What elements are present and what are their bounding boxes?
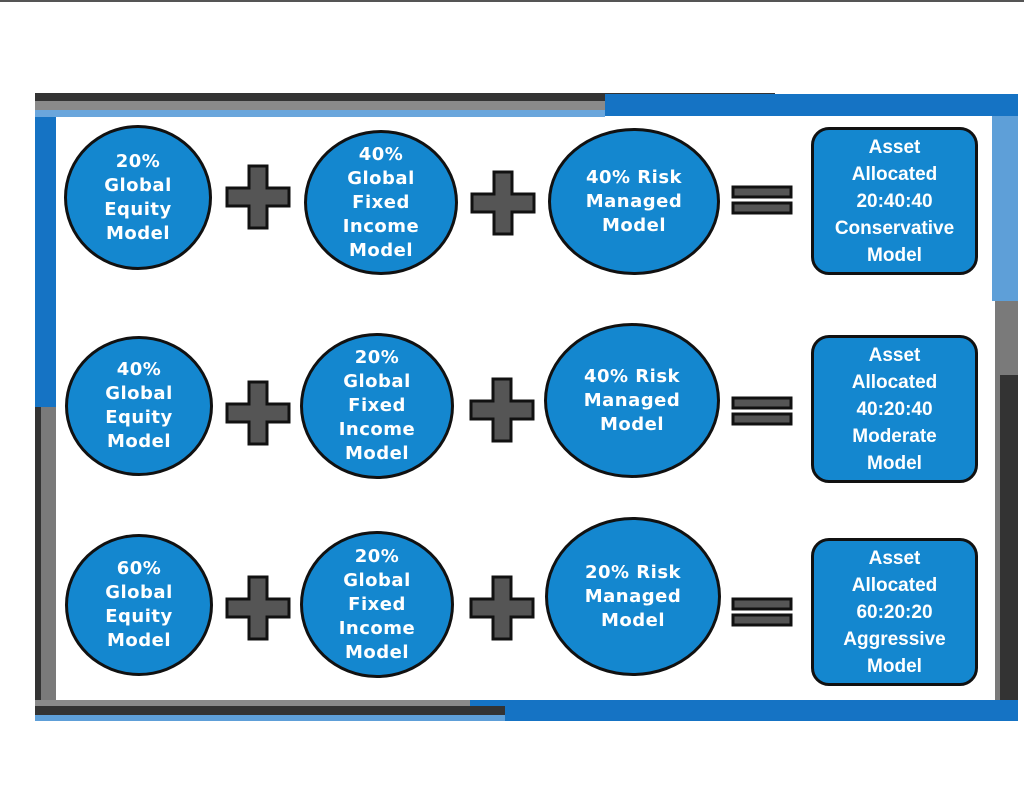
plus-icon bbox=[470, 170, 536, 236]
frame-left-dark-bar bbox=[35, 407, 41, 700]
equity-model-node: 40% Global Equity Model bbox=[65, 336, 213, 476]
risk-managed-model-label: 40% Risk Managed Model bbox=[583, 365, 681, 435]
fixed-income-model-label: 20% Global Fixed Income Model bbox=[338, 545, 416, 663]
equity-model-label: 60% Global Equity Model bbox=[105, 558, 173, 651]
equity-model-node: 20% Global Equity Model bbox=[64, 125, 212, 270]
frame-top-light-bar bbox=[35, 110, 605, 117]
equals-icon bbox=[731, 185, 793, 215]
equals-icon bbox=[731, 396, 793, 426]
risk-managed-model-node: 20% Risk Managed Model bbox=[545, 517, 721, 676]
fixed-income-model-node: 40% Global Fixed Income Model bbox=[304, 130, 458, 275]
frame-right-dark-bar bbox=[1000, 375, 1018, 721]
frame-bottom-blue-bar bbox=[470, 700, 1018, 721]
frame-top-dark-bar bbox=[35, 93, 775, 101]
frame-bottom-dark-bar bbox=[35, 706, 505, 715]
equity-model-label: 40% Global Equity Model bbox=[105, 359, 173, 452]
plus-icon bbox=[469, 575, 535, 641]
plus-icon bbox=[225, 380, 291, 446]
frame-top-gray-bar bbox=[35, 101, 605, 110]
fixed-income-model-label: 40% Global Fixed Income Model bbox=[342, 143, 420, 261]
frame-left-blue-bar bbox=[35, 117, 56, 407]
equity-model-node: 60% Global Equity Model bbox=[65, 534, 213, 676]
risk-managed-model-label: 20% Risk Managed Model bbox=[584, 561, 682, 631]
frame-top-blue-bar bbox=[605, 94, 1018, 116]
plus-icon bbox=[469, 377, 535, 443]
asset-allocated-moderate-box: Asset Allocated 40:20:40 Moderate Model bbox=[811, 335, 978, 483]
risk-managed-model-node: 40% Risk Managed Model bbox=[548, 128, 720, 275]
frame-bottom-light-bar bbox=[35, 715, 505, 721]
top-rule bbox=[0, 0, 1024, 2]
risk-managed-model-node: 40% Risk Managed Model bbox=[544, 323, 720, 478]
risk-managed-model-label: 40% Risk Managed Model bbox=[585, 166, 683, 236]
fixed-income-model-node: 20% Global Fixed Income Model bbox=[300, 333, 454, 479]
frame-bottom-gray-bar bbox=[35, 700, 470, 706]
asset-allocated-label: Asset Allocated 40:20:40 Moderate Model bbox=[851, 344, 938, 474]
fixed-income-model-node: 20% Global Fixed Income Model bbox=[300, 531, 454, 678]
asset-allocated-aggressive-box: Asset Allocated 60:20:20 Aggressive Mode… bbox=[811, 538, 978, 686]
plus-icon bbox=[225, 164, 291, 230]
equity-model-label: 20% Global Equity Model bbox=[104, 150, 172, 244]
asset-allocated-label: Asset Allocated 20:40:40 Conservative Mo… bbox=[834, 136, 955, 266]
plus-icon bbox=[225, 575, 291, 641]
frame-right-light-bar bbox=[992, 116, 1018, 301]
fixed-income-model-label: 20% Global Fixed Income Model bbox=[338, 347, 416, 464]
equals-icon bbox=[731, 597, 793, 627]
asset-allocated-conservative-box: Asset Allocated 20:40:40 Conservative Mo… bbox=[811, 127, 978, 275]
asset-allocated-label: Asset Allocated 60:20:20 Aggressive Mode… bbox=[843, 547, 946, 677]
